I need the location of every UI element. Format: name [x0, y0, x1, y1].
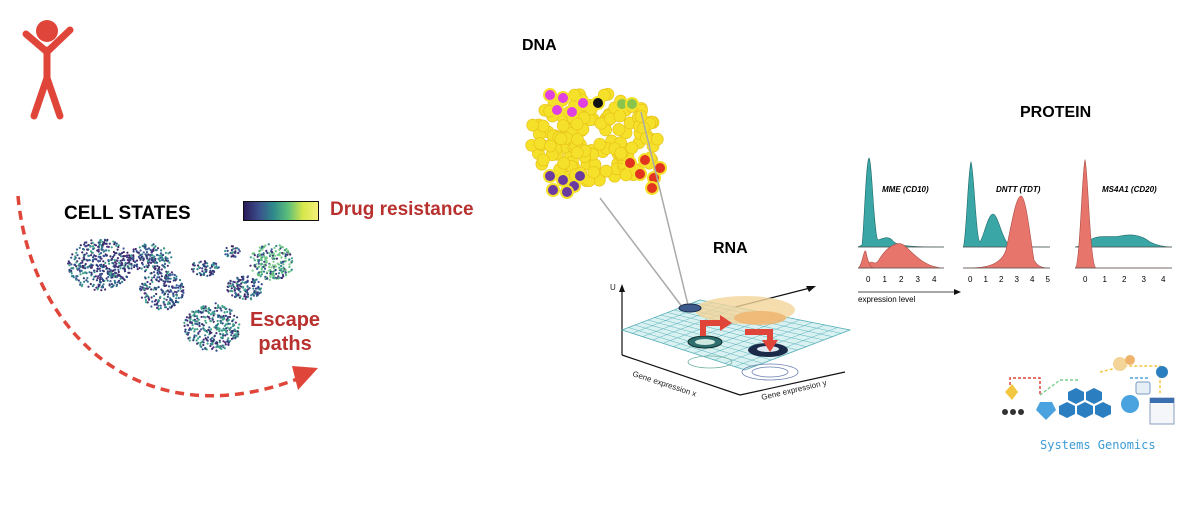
protein-panel-mme: MME (CD10)	[857, 157, 945, 269]
tick-label: 3	[916, 275, 921, 284]
tick-label: 1	[1103, 275, 1108, 284]
tick-label: 5	[1046, 275, 1051, 284]
dna-title: DNA	[522, 37, 557, 54]
escape-paths-label: Escape paths	[250, 308, 320, 356]
escape-paths-line2: paths	[258, 333, 312, 355]
cell-states-title: CELL STATES	[64, 203, 191, 224]
axis-x-label: Gene expression x	[631, 369, 697, 398]
tick-label: 3	[1142, 275, 1147, 284]
tick-label: 2	[999, 275, 1004, 284]
gene-label-mme: MME (CD10)	[882, 185, 929, 194]
tick-label: 3	[1015, 275, 1020, 284]
tick-label: 2	[1122, 275, 1127, 284]
protein-panel-ms4a1: MS4A1 (CD20)	[1074, 158, 1173, 269]
tick-label: 0	[968, 275, 973, 284]
tick-label: 2	[899, 275, 904, 284]
escape-paths-line1: Escape	[250, 309, 321, 331]
systems-genomics-text: Systems Genomics	[1040, 438, 1156, 452]
tick-label: 4	[1161, 275, 1166, 284]
axis-u-label: U	[610, 283, 616, 292]
drug-resistance-label: Drug resistance	[330, 199, 474, 220]
tick-label: 0	[866, 275, 871, 284]
gene-label-dntt: DNTT (TDT)	[996, 185, 1041, 194]
protein-panel-dntt: DNTT (TDT)	[962, 161, 1051, 269]
tick-label: 4	[1030, 275, 1035, 284]
protein-title: PROTEIN	[1020, 104, 1092, 121]
expression-level-label: expression level	[858, 295, 916, 304]
tick-label: 0	[1083, 275, 1088, 284]
tick-label: 1	[883, 275, 888, 284]
tick-label: 1	[984, 275, 989, 284]
axis-y-label: Gene expression y	[760, 378, 827, 402]
gene-label-ms4a1: MS4A1 (CD20)	[1102, 185, 1157, 194]
drug-resistance-colorbar	[243, 201, 319, 221]
rna-title: RNA	[713, 240, 748, 257]
tick-label: 4	[932, 275, 937, 284]
